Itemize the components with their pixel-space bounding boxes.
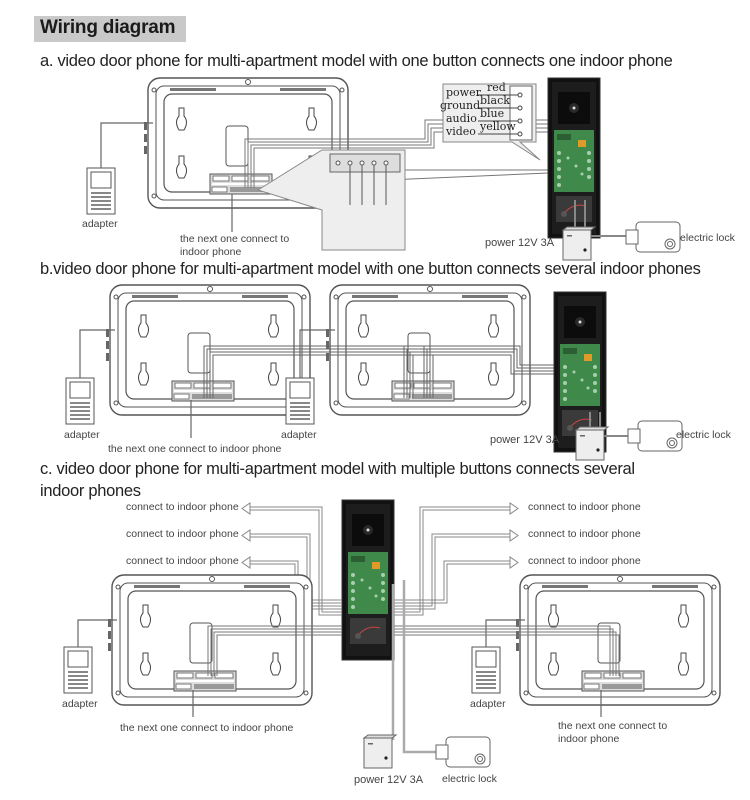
section-a-diagram xyxy=(86,77,681,261)
section-c-heading-line2: indoor phones xyxy=(40,482,141,500)
power-supply-b xyxy=(575,426,609,461)
wire-signal-ground: ground xyxy=(440,99,481,112)
connect-label-right-3: connect to indoor phone xyxy=(528,555,641,567)
wire-color-black: black xyxy=(480,94,510,107)
wire-color-red: red xyxy=(487,81,506,94)
section-a-heading: a. video door phone for multi-apartment … xyxy=(40,52,673,70)
adapter-c-left xyxy=(63,646,93,694)
wire-signal-audio: audio xyxy=(446,112,477,125)
wire-color-blue: blue xyxy=(480,107,505,120)
section-b-diagram xyxy=(65,284,683,461)
section-b-heading: b.video door phone for multi-apartment m… xyxy=(40,260,701,278)
electric-lock-b xyxy=(627,420,683,452)
next-connect-label-a-1: the next one connect to xyxy=(180,233,290,245)
connect-label-left-1: connect to indoor phone xyxy=(126,501,239,513)
indoor-monitor-b1 xyxy=(105,284,311,416)
indoor-monitor-b2 xyxy=(325,284,531,416)
wire-signal-video: video xyxy=(446,125,476,138)
connect-label-right-2: connect to indoor phone xyxy=(528,528,641,540)
title-background xyxy=(34,16,186,42)
outdoor-panel-c xyxy=(341,499,395,661)
connect-label-right-1: connect to indoor phone xyxy=(528,501,641,513)
power-supply-a xyxy=(562,226,596,261)
connect-label-left-2: connect to indoor phone xyxy=(126,528,239,540)
adapter-b1 xyxy=(65,377,95,425)
adapter-label-a: adapter xyxy=(82,218,118,230)
next-connect-label-c-left: the next one connect to indoor phone xyxy=(120,722,294,734)
adapter-b2 xyxy=(285,377,315,425)
adapter-label-c-right: adapter xyxy=(470,698,506,710)
adapter-a xyxy=(86,167,116,215)
next-connect-label-a-2: indoor phone xyxy=(180,246,242,258)
page-title: Wiring diagram xyxy=(40,17,176,38)
electric-lock-c xyxy=(435,736,491,768)
next-connect-label-c-right-2: indoor phone xyxy=(558,733,620,745)
indoor-monitor-c-right xyxy=(515,574,721,706)
power-label-b: power 12V 3A xyxy=(490,434,560,446)
power-label-c: power 12V 3A xyxy=(354,774,424,786)
lock-label-c: electric lock xyxy=(442,773,497,785)
power-supply-c xyxy=(363,734,397,769)
adapter-label-b2: adapter xyxy=(281,429,317,441)
next-connect-label-b: the next one connect to indoor phone xyxy=(108,443,282,455)
adapter-label-c-left: adapter xyxy=(62,698,98,710)
power-label-a: power 12V 3A xyxy=(485,237,555,249)
indoor-monitor-c-left xyxy=(107,574,313,706)
section-c-diagram xyxy=(63,499,721,769)
connect-label-left-3: connect to indoor phone xyxy=(126,555,239,567)
adapter-c-right xyxy=(471,646,501,694)
section-c-heading-line1: c. video door phone for multi-apartment … xyxy=(40,460,635,478)
adapter-label-b1: adapter xyxy=(64,429,100,441)
next-connect-label-c-right-1: the next one connect to xyxy=(558,720,668,732)
lock-label-b: electric lock xyxy=(676,429,731,441)
electric-lock-a xyxy=(625,221,681,253)
wire-color-yellow: yellow xyxy=(480,120,516,133)
lock-label-a: electric lock xyxy=(680,232,735,244)
wire-signal-power: power xyxy=(446,86,481,99)
